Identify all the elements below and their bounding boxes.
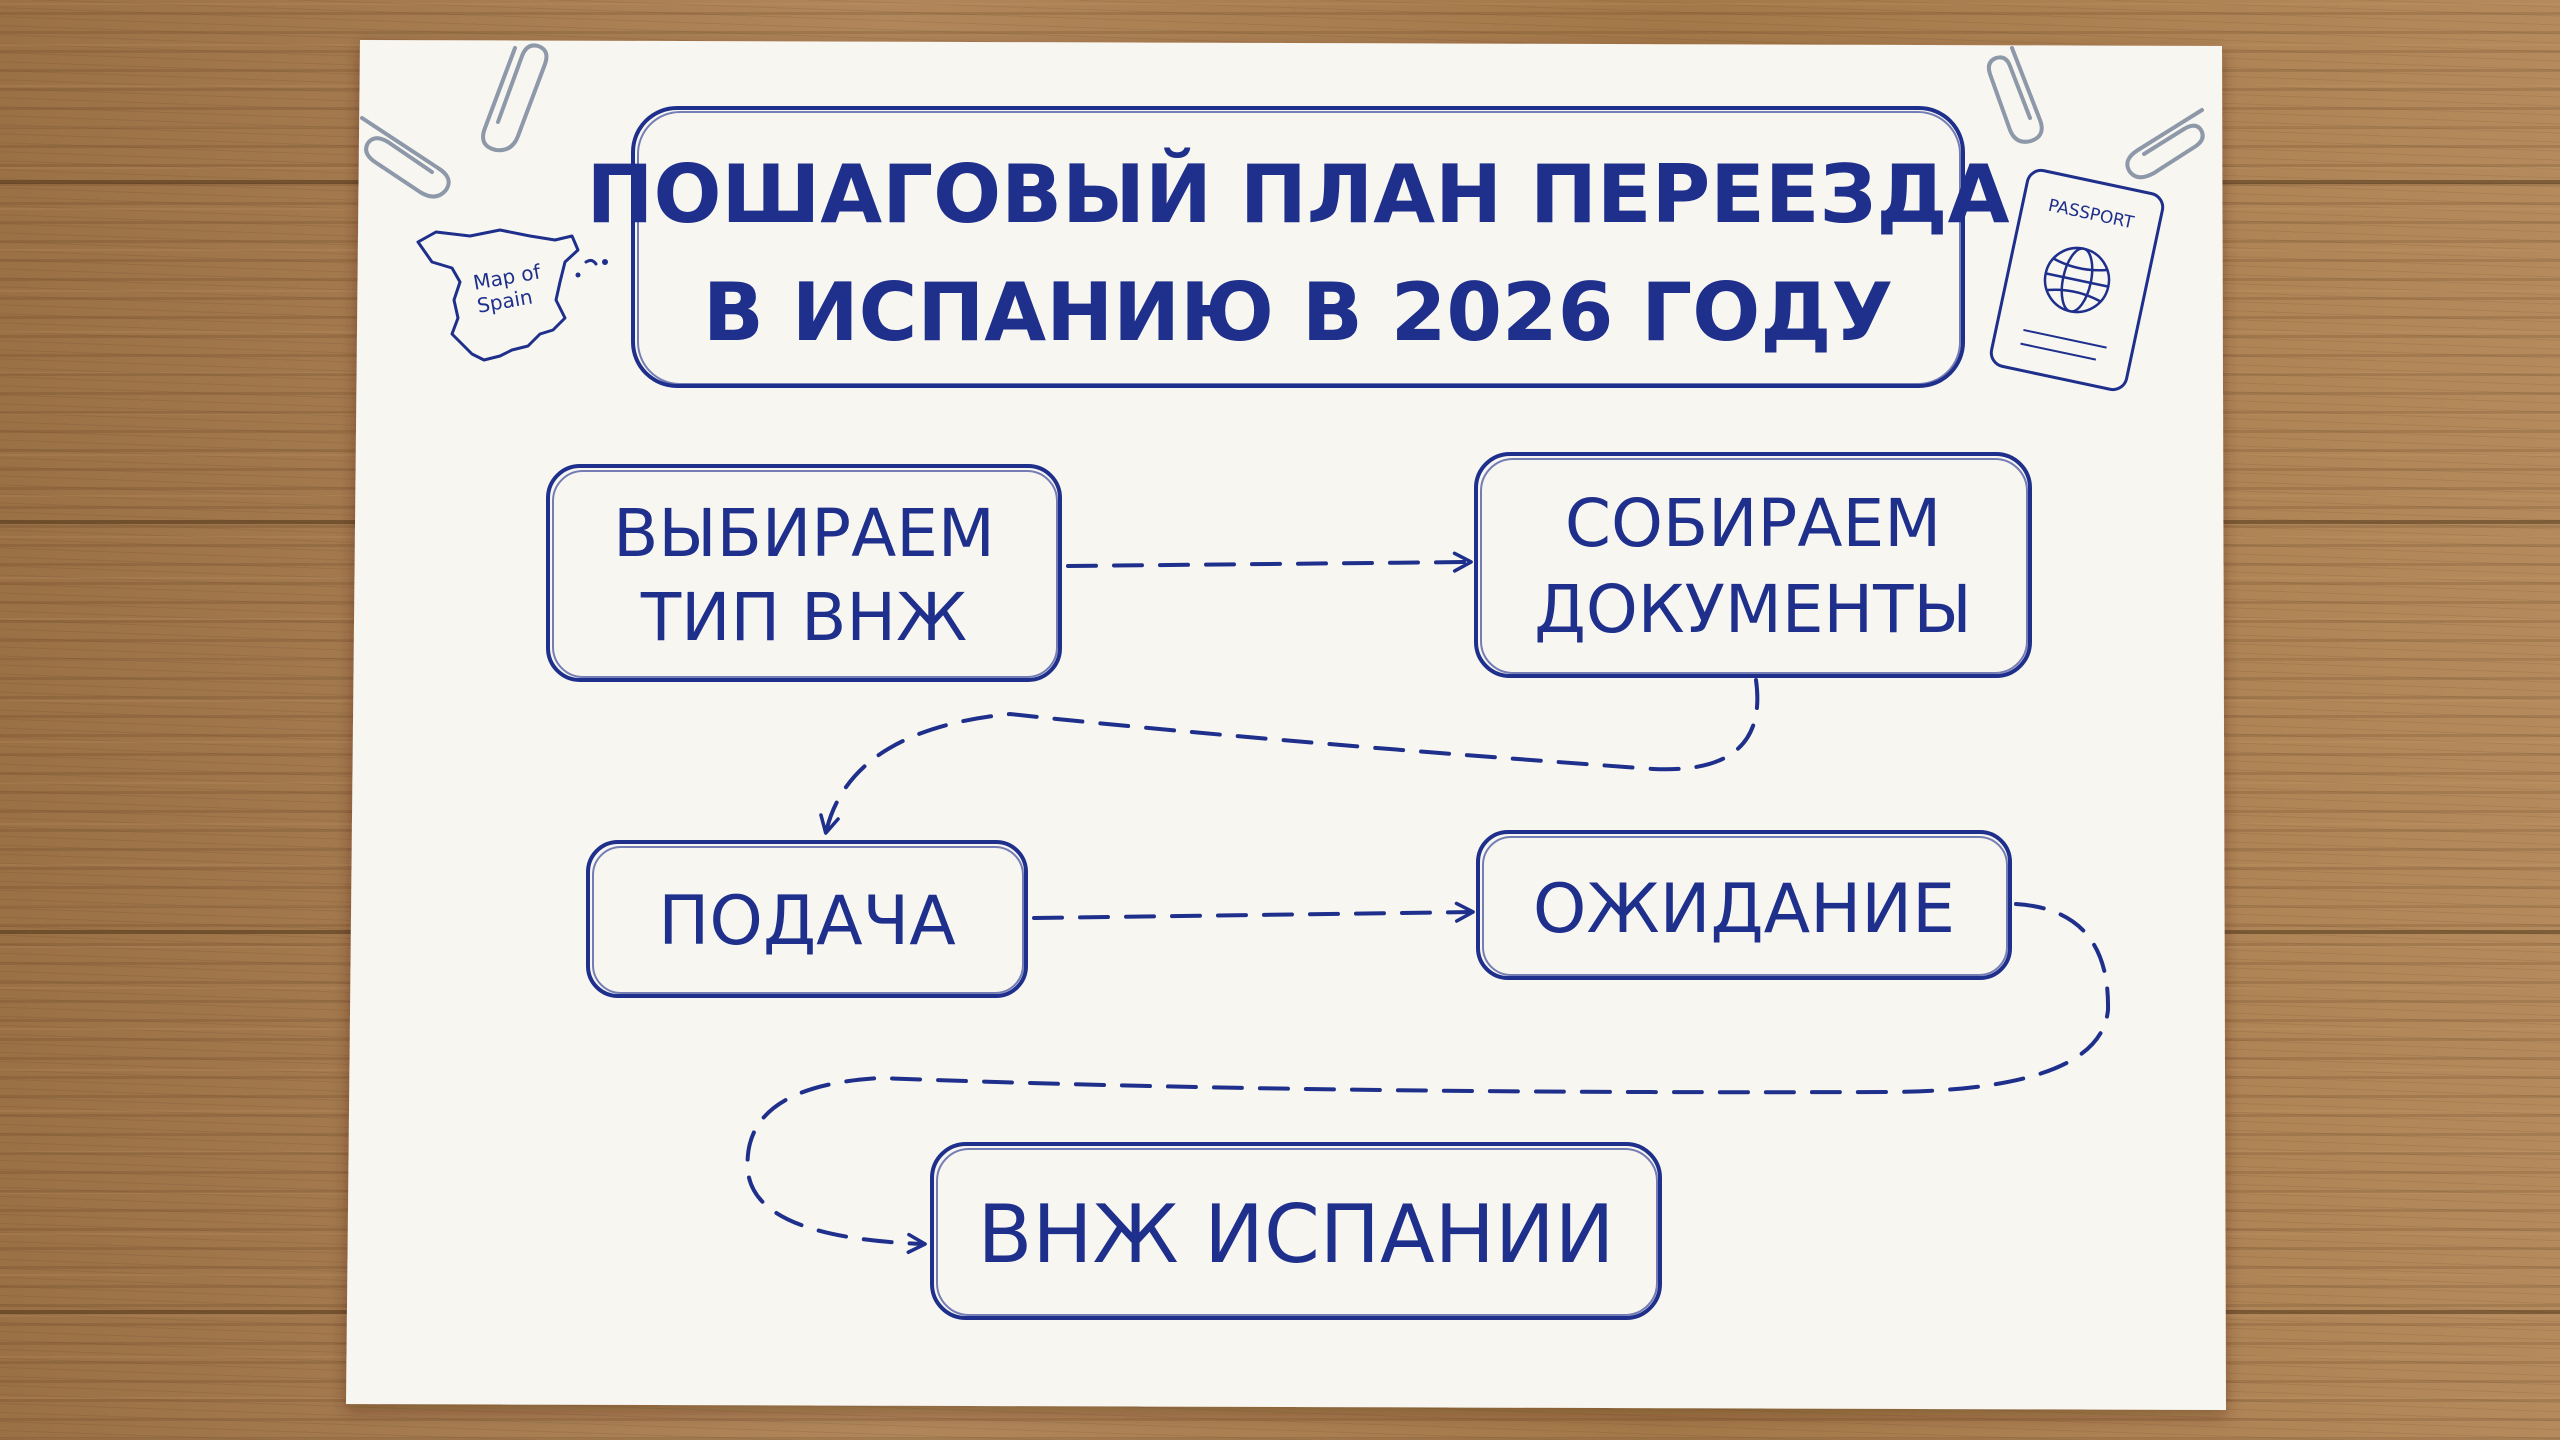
paperclip-icon [481,43,549,153]
step-submit: ПОДАЧА [586,840,1028,998]
step-choose-line2: ТИП ВНЖ [640,579,967,656]
step-choose-line1: ВЫБИРАЕМ [613,495,995,572]
arrow-waiting-to-residence [745,902,2111,1255]
step-residence-permit: ВНЖ ИСПАНИИ [930,1142,1662,1320]
page-title-line2: В ИСПАНИЮ В 2026 ГОДУ [703,266,1893,359]
passport-icon: PASSPORT [1989,168,2165,392]
arrow-submit-to-waiting [1032,901,1475,923]
step-choose-residence-type: ВЫБИРАЕМ ТИП ВНЖ [546,464,1062,682]
step-submit-label: ПОДАЧА [658,882,955,961]
paper-sheet [346,40,2226,1410]
step-collect-line1: СОБИРАЕМ [1565,485,1941,562]
paperclip-icon [1986,46,2044,144]
paperclip-icon [360,116,451,199]
arrow-choose-to-collect [1066,551,1473,573]
step-collect-line2: ДОКУМЕНТЫ [1534,571,1971,648]
step-collect-documents: СОБИРАЕМ ДОКУМЕНТЫ [1474,452,2032,678]
arrow-collect-to-submit [819,678,1760,835]
page-title-line1: ПОШАГОВЫЙ ПЛАН ПЕРЕЕЗДА [586,147,2009,241]
step-waiting: ОЖИДАНИЕ [1476,830,2012,980]
step-residence-label: ВНЖ ИСПАНИИ [977,1188,1614,1281]
paperclip-icon [2125,108,2205,180]
step-waiting-label: ОЖИДАНИЕ [1533,870,1955,949]
title-box: ПОШАГОВЫЙ ПЛАН ПЕРЕЕЗДА В ИСПАНИЮ В 2026… [586,106,2010,388]
globe-icon [2043,246,2111,314]
